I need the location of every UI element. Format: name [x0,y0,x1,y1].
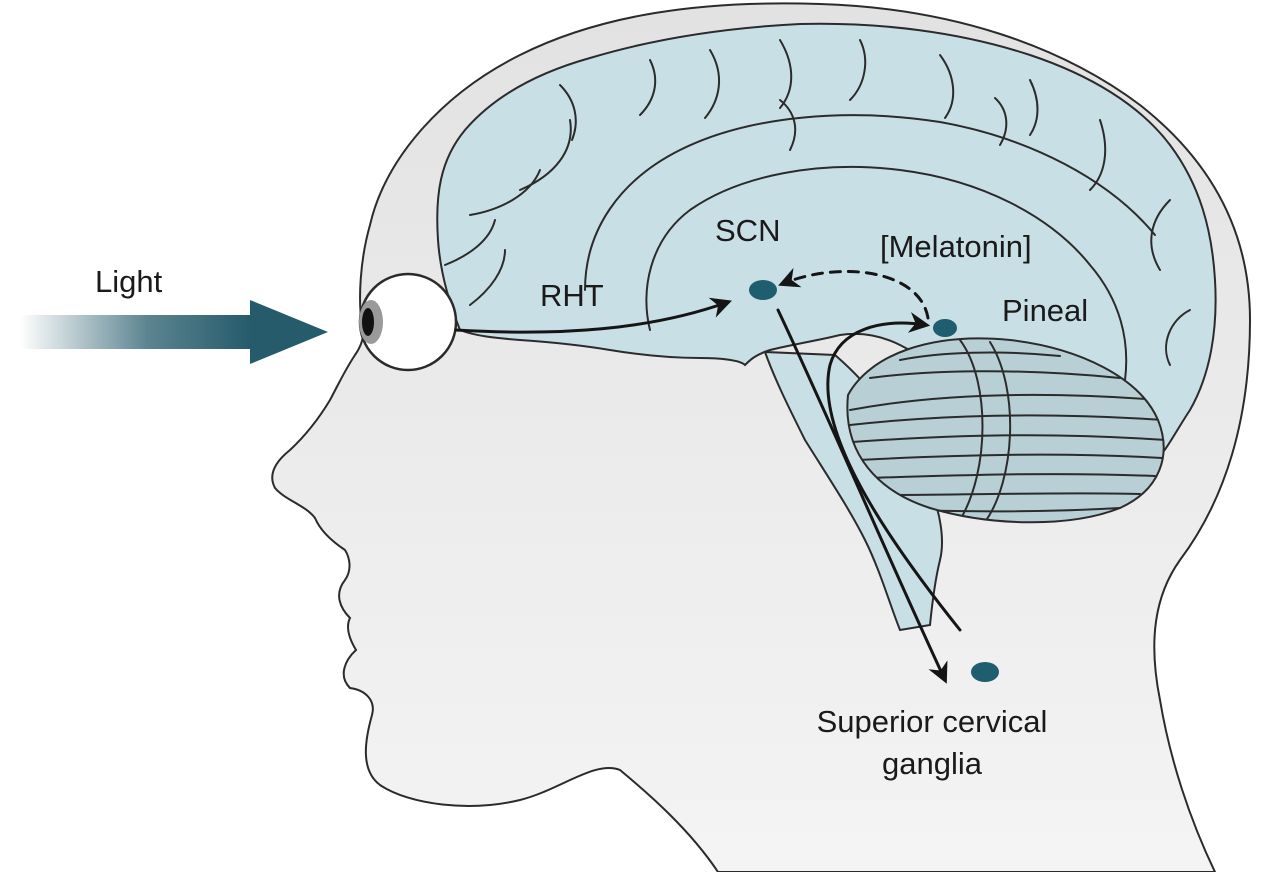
pineal-gland [933,319,957,337]
scn-nucleus [749,280,777,300]
label-light: Light [95,264,163,299]
label-melatonin: [Melatonin] [880,229,1032,264]
label-scn: SCN [715,213,780,248]
label-ganglia: ganglia [882,746,983,781]
eye-icon [359,274,456,370]
label-superior-cervical: Superior cervical [817,704,1048,739]
label-rht: RHT [540,278,604,313]
light-arrow [20,300,328,364]
superior-cervical-ganglia-node [971,662,999,682]
label-pineal: Pineal [1002,293,1088,328]
